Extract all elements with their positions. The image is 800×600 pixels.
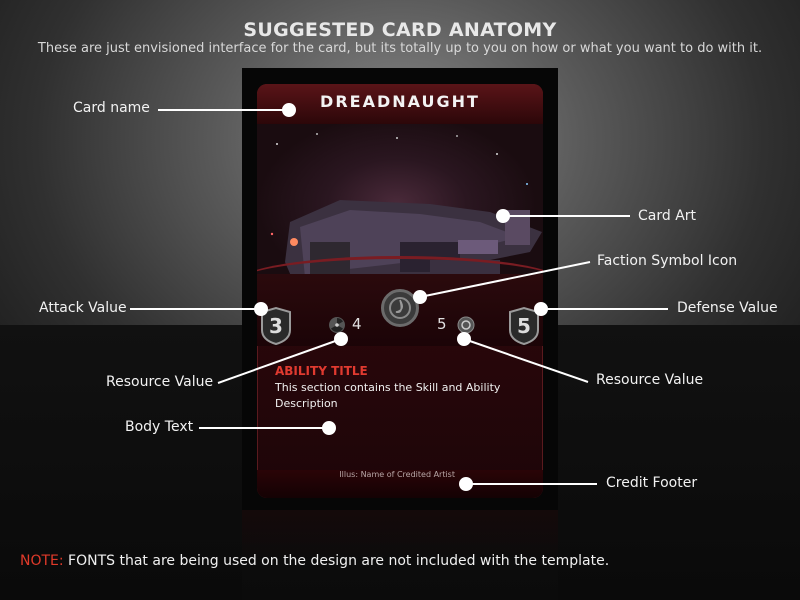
- card-name-band: DREADNAUGHT: [257, 84, 543, 124]
- stats-arc: [257, 256, 543, 309]
- label-card-art: Card Art: [638, 208, 697, 224]
- attack-value: 3: [269, 314, 283, 338]
- shield-icon: [509, 306, 539, 346]
- defense-shield: 5: [507, 306, 541, 346]
- triquetra-icon: [389, 297, 411, 319]
- defense-value: 5: [517, 314, 531, 338]
- attack-shield: 3: [259, 306, 293, 346]
- faction-symbol-icon: [381, 289, 419, 327]
- card-name: DREADNAUGHT: [320, 92, 480, 111]
- ability-title: ABILITY TITLE: [275, 364, 368, 378]
- card-reflection: [242, 510, 558, 600]
- label-attack-value: Attack Value: [39, 300, 127, 316]
- label-body-text: Body Text: [125, 419, 194, 435]
- label-card-name: Card name: [73, 100, 150, 116]
- resource-value-right: 5: [437, 315, 447, 333]
- radiation-icon: [328, 316, 346, 334]
- note-prefix: NOTE:: [20, 553, 64, 569]
- credit-footer-text: Illus: Name of Credited Artist: [339, 470, 455, 479]
- ability-text: This section contains the Skill and Abil…: [275, 381, 501, 410]
- note: NOTE: FONTS that are being used on the d…: [20, 553, 609, 569]
- label-faction-symbol: Faction Symbol Icon: [597, 253, 738, 269]
- page-subtitle: These are just envisioned interface for …: [37, 41, 763, 56]
- page-title: SUGGESTED CARD ANATOMY: [243, 19, 557, 41]
- label-resource-value-left: Resource Value: [106, 374, 214, 390]
- note-text: FONTS that are being used on the design …: [63, 553, 610, 569]
- label-credit-footer: Credit Footer: [606, 475, 698, 491]
- label-resource-value-right: Resource Value: [596, 372, 704, 388]
- shield-icon: [261, 306, 291, 346]
- resource-value-left: 4: [352, 315, 362, 333]
- label-defense-value: Defense Value: [677, 300, 778, 316]
